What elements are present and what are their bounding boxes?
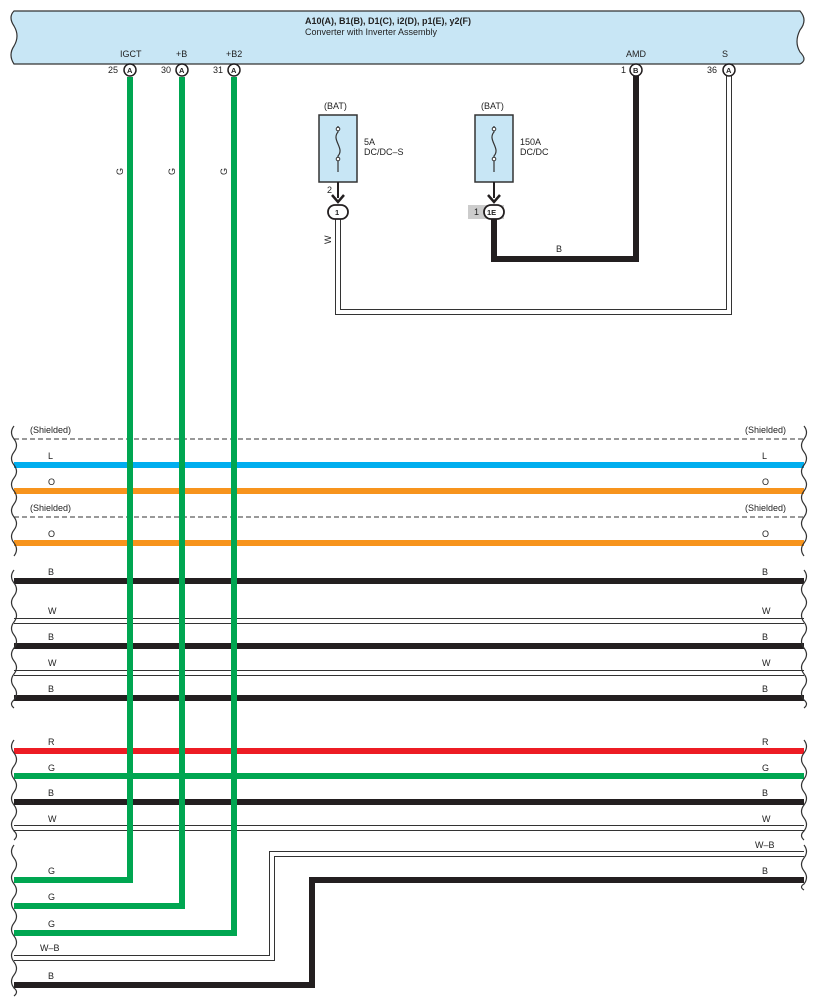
break-marks — [10, 425, 808, 997]
wire-label-left: G — [48, 919, 55, 929]
junction-connector — [327, 204, 349, 220]
fuse-rating: 5A — [364, 137, 375, 147]
shield-label: (Shielded) — [745, 503, 786, 513]
wire-label-left: W — [48, 658, 57, 668]
wire-label-right: B — [762, 866, 768, 876]
wire-label-right: W — [762, 658, 771, 668]
fuse-name: DC/DC–S — [364, 147, 404, 157]
connector-icon — [227, 63, 241, 77]
wire-label-right: W — [762, 606, 771, 616]
wire-label-left: G — [48, 763, 55, 773]
wire-label-left: G — [48, 866, 55, 876]
wire-label-igct: G — [115, 168, 125, 175]
junction-label: 1 — [335, 208, 339, 217]
wire-label-left: R — [48, 737, 55, 747]
fuse-dcdc: (BAT) 150A DC/DC 1 1E — [468, 101, 549, 220]
wire-label-left: W — [48, 814, 57, 824]
fuse-icon — [491, 126, 497, 172]
shield-label: (Shielded) — [30, 503, 71, 513]
wire-label-right: W — [762, 814, 771, 824]
junction-connector — [483, 204, 505, 220]
fuse-wiring: W B — [323, 71, 732, 315]
wire-label-left: B — [48, 567, 54, 577]
terminal-name-igct: IGCT — [120, 49, 142, 59]
wire-label-left: B — [48, 632, 54, 642]
connector-icon — [123, 63, 137, 77]
fuse-pin: 1 — [474, 207, 479, 217]
wire-w-s — [336, 71, 731, 314]
wire-label-left: W — [48, 606, 57, 616]
shield-label: (Shielded) — [745, 425, 786, 435]
wire-b — [14, 77, 185, 909]
wire-label-left: B — [48, 971, 54, 981]
connector-arrow-icon — [487, 194, 501, 204]
shield-label: (Shielded) — [30, 425, 71, 435]
terminal-name-amd: AMD — [626, 49, 647, 59]
wire-wb — [14, 852, 804, 960]
wire-label-right: B — [762, 632, 768, 642]
component-subtitle: Converter with Inverter Assembly — [305, 27, 438, 37]
component-box — [10, 10, 805, 65]
wire-igct — [14, 77, 133, 883]
terminal-name-s: S — [722, 49, 728, 59]
fuse-source: (BAT) — [324, 101, 347, 111]
connector-letter: A — [127, 66, 133, 75]
wire-b2 — [14, 77, 237, 936]
wire-b-route — [14, 877, 804, 988]
wire-label-left: L — [48, 451, 53, 461]
wire-label-right: W–B — [755, 840, 775, 850]
wire-label-left: B — [48, 788, 54, 798]
terminal-pin: 30 — [161, 65, 171, 75]
wire-label-right: B — [762, 684, 768, 694]
terminal-name-b: +B — [176, 49, 187, 59]
wire-label-b-amd: B — [556, 244, 562, 254]
fuse-source: (BAT) — [481, 101, 504, 111]
junction-label: 1E — [487, 208, 496, 217]
terminal-pin: 36 — [707, 65, 717, 75]
wire-label-right: B — [762, 788, 768, 798]
wire-w-s-outline — [335, 71, 732, 315]
harness-bundle: (Shielded) (Shielded) (Shielded) (Shield… — [14, 425, 804, 988]
wire-label-w-s: W — [323, 235, 333, 244]
connector-arrow-icon — [331, 194, 345, 204]
wire-b-amd — [491, 71, 639, 262]
fuse-name: DC/DC — [520, 147, 549, 157]
wire-label-right: G — [762, 763, 769, 773]
connector-letter: B — [633, 66, 639, 75]
fuse-icon — [335, 126, 341, 172]
component-title: A10(A), B1(B), D1(C), i2(D), p1(E), y2(F… — [305, 16, 471, 26]
wire-label-left: O — [48, 477, 55, 487]
wire-label-right: O — [762, 477, 769, 487]
connector-icon — [175, 63, 189, 77]
wire-label-left: G — [48, 892, 55, 902]
terminal-pin: 1 — [621, 65, 626, 75]
green-drops: G G G G G G — [14, 77, 237, 936]
terminal-pin: 31 — [213, 65, 223, 75]
wire-label-left: O — [48, 529, 55, 539]
connector-letter: A — [231, 66, 237, 75]
terminal-name-b2: +B2 — [226, 49, 242, 59]
connector-letter: A — [179, 66, 185, 75]
fuse-pin: 2 — [327, 185, 332, 195]
component-pins: 25 A 30 A 31 A 1 B 36 A — [108, 63, 736, 77]
wire-label-right: L — [762, 451, 767, 461]
wire-label-right: R — [762, 737, 769, 747]
wire-label-left: W–B — [40, 943, 60, 953]
converter-assembly: A10(A), B1(B), D1(C), i2(D), p1(E), y2(F… — [10, 10, 805, 65]
terminal-pin: 25 — [108, 65, 118, 75]
wire-label-b: G — [167, 168, 177, 175]
left-break-edge — [10, 425, 18, 997]
fuse-rating: 150A — [520, 137, 541, 147]
fuse-dcdc-s: (BAT) 5A DC/DC–S 2 1 — [318, 101, 404, 220]
wire-label-left: B — [48, 684, 54, 694]
wire-label-right: O — [762, 529, 769, 539]
wire-label-right: B — [762, 567, 768, 577]
wire-label-b2: G — [219, 168, 229, 175]
connector-icon — [722, 63, 736, 77]
right-break-edge — [800, 425, 808, 891]
connector-icon — [629, 63, 643, 77]
connector-letter: A — [726, 66, 732, 75]
